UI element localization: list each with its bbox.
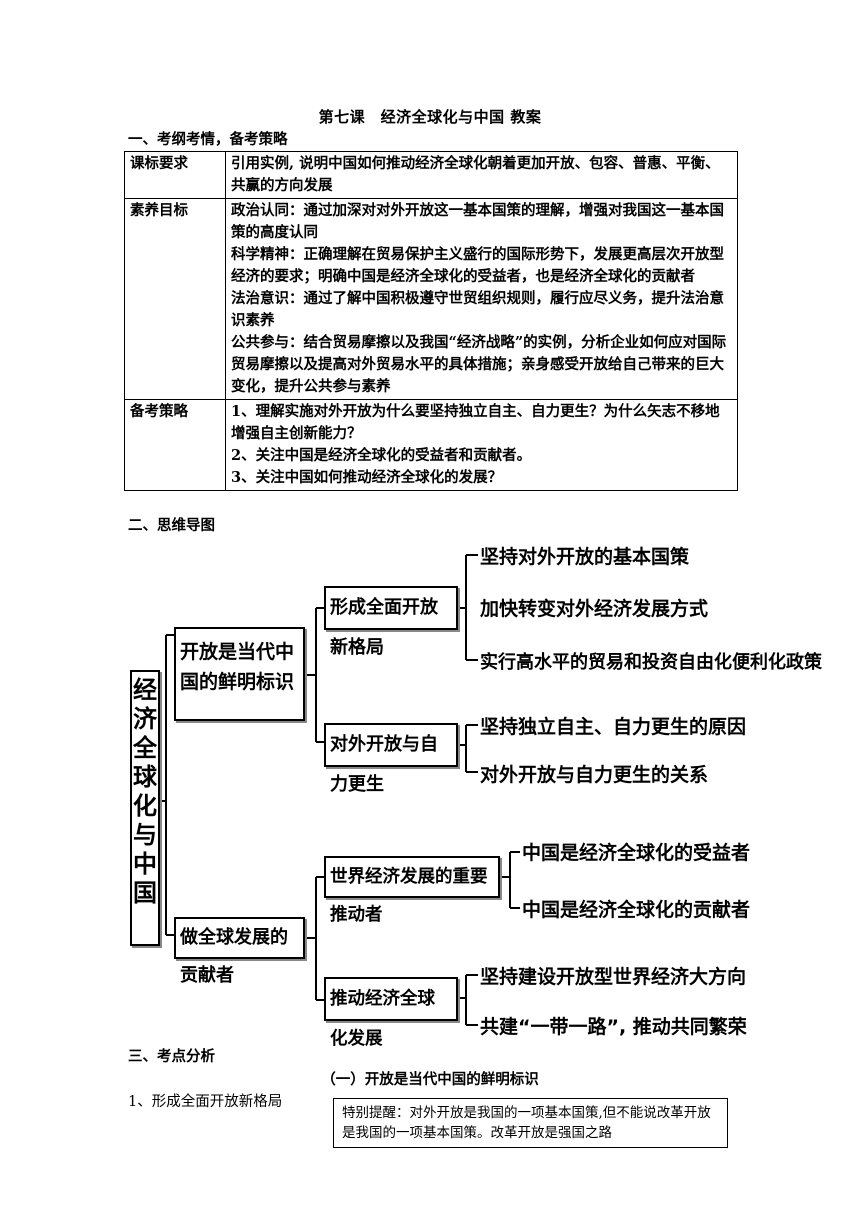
leaf-basic-policy: 坚持对外开放的基本国策 [480, 546, 690, 568]
special-note: 特别提醒：对外开放是我国的一项基本国策,但不能说改革开放是我国的一项基本国策。改… [333, 1098, 728, 1148]
leaf-liberalization: 实行高水平的贸易和投资自由化便利化政策 [480, 652, 822, 673]
analysis-subtitle: （一）开放是当代中国的鲜明标识 [321, 1071, 539, 1088]
literacy-public: 公共参与：结合贸易摩擦以及我国“经济战略”的实例，分析企业如何应对国际贸易摩擦以… [231, 334, 727, 395]
sub-open-pattern: 形成全面开放新格局 [324, 586, 458, 658]
section-heading-3: 三、考点分析 [128, 1048, 215, 1065]
leaf-independence-reason: 坚持独立自主、自力更生的原因 [480, 716, 747, 738]
center-label: 经济全球化与中国 [133, 676, 157, 907]
branch-open: 开放是当代中国的鲜明标识 [174, 627, 305, 721]
literacy-law: 法治意识：通过了解中国积极遵守世贸组织规则，履行应尽义务，提升法治意识素养 [231, 290, 724, 329]
leaf-transform-mode: 加快转变对外经济发展方式 [480, 598, 709, 620]
mind-map-center: 经济全球化与中国 [130, 670, 160, 946]
section-heading-1: 一、考纲考情，备考策略 [128, 131, 288, 148]
strategy-2: 2、关注中国是经济全球化的受益者和贡献者。 [231, 447, 532, 464]
literacy-science: 科学精神：正确理解在贸易保护主义盛行的国际形势下，发展更高层次开放型经济的要求；… [231, 246, 724, 285]
literacy-political: 政治认同：通过加深对对外开放这一基本国策的理解，增强对我国这一基本国策的高度认同 [231, 202, 724, 241]
leaf-open-economy: 坚持建设开放型世界经济大方向 [480, 966, 747, 988]
document-title: 第七课 经济全球化与中国 教案 [318, 108, 542, 126]
sub-world-driver: 世界经济发展的重要推动者 [324, 856, 500, 925]
analysis-item-1: 1、形成全面开放新格局 [128, 1094, 283, 1110]
table-key-strategy: 备考策略 [124, 399, 226, 491]
leaf-belt-road: 共建“一带一路”, 推动共同繁荣 [480, 1016, 747, 1038]
leaf-contributor: 中国是经济全球化的贡献者 [522, 899, 751, 921]
leaf-beneficiary: 中国是经济全球化的受益者 [522, 842, 751, 864]
table-val-literacy: 政治认同：通过加深对对外开放这一基本国策的理解，增强对我国这一基本国策的高度认同… [225, 198, 738, 400]
strategy-1: 1、理解实施对外开放为什么要坚持独立自主、自力更生？为什么矢志不移地增强自主创新… [231, 403, 720, 442]
plan-table: 课标要求 引用实例, 说明中国如何推动经济全球化朝着更加开放、包容、普惠、平衡、… [124, 151, 738, 491]
table-key-literacy: 素养目标 [124, 198, 226, 400]
section-heading-2: 二、思维导图 [128, 517, 215, 534]
sub-self-reliance: 对外开放与自力更生 [324, 723, 458, 795]
sub-promote-globalization: 推动经济全球化发展 [324, 977, 458, 1049]
branch-contributor: 做全球发展的贡献者 [174, 917, 305, 986]
table-val-standard: 引用实例, 说明中国如何推动经济全球化朝着更加开放、包容、普惠、平衡、共赢的方向… [225, 151, 738, 199]
table-val-strategy: 1、理解实施对外开放为什么要坚持独立自主、自力更生？为什么矢志不移地增强自主创新… [225, 399, 738, 491]
leaf-relationship: 对外开放与自力更生的关系 [480, 764, 709, 786]
mind-map-connectors [156, 554, 520, 1026]
strategy-3: 3、关注中国如何推动经济全球化的发展？ [231, 469, 503, 486]
table-key-standard: 课标要求 [124, 151, 226, 199]
mind-map: 经济全球化与中国 开放是当代中国的鲜明标识 做全球发展的贡献者 形成全面开放新格… [120, 520, 822, 1049]
